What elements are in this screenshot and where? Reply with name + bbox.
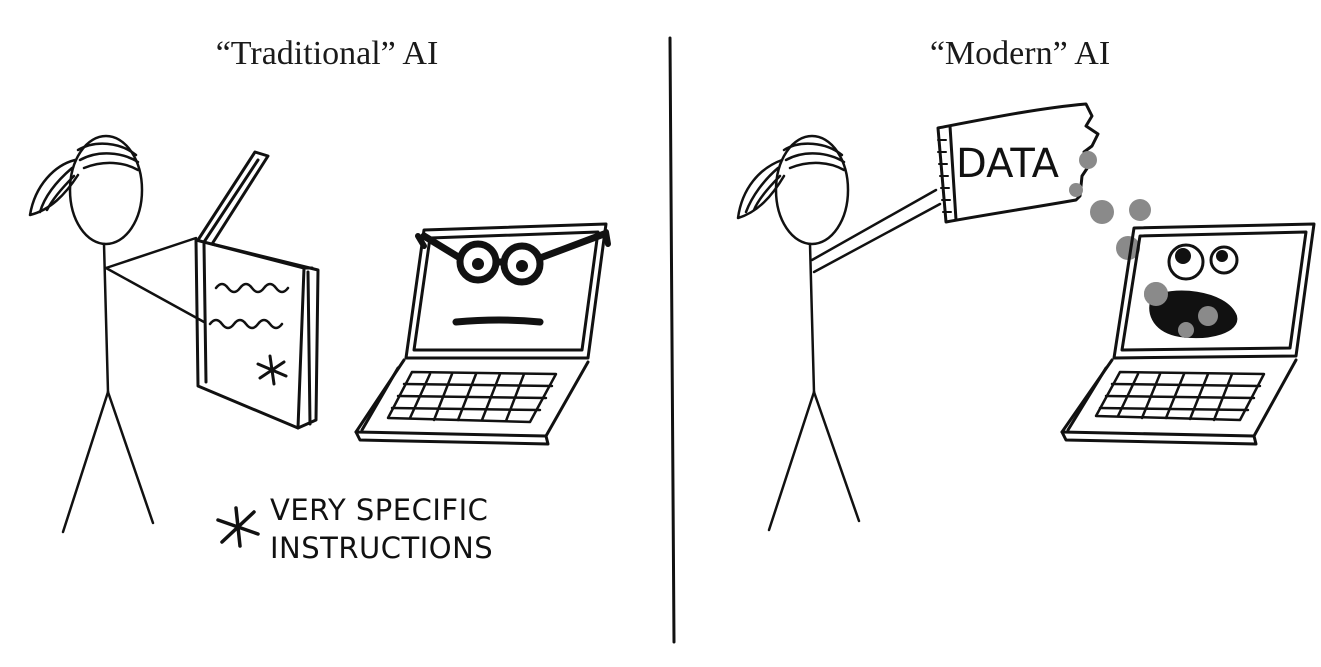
legend-asterisk-icon: [216, 506, 260, 548]
legend-line-1: VERY SPECIFIC: [270, 493, 488, 527]
panel-divider: [668, 36, 676, 644]
data-dots-in-mouth: [1144, 282, 1218, 338]
data-bag: [936, 102, 1100, 224]
right-panel-title: “Modern” AI: [930, 35, 1110, 72]
left-person-figure: [28, 134, 206, 534]
right-person-figure: [736, 134, 942, 532]
book-asterisk-icon: [256, 354, 288, 386]
data-bag-label: DATA: [956, 141, 1060, 187]
excited-face: [1149, 243, 1239, 338]
nerd-glasses: [415, 229, 611, 326]
excited-laptop: [1060, 222, 1316, 446]
left-panel-title: “Traditional” AI: [216, 35, 439, 72]
instruction-book: [194, 150, 320, 430]
nerd-laptop: [354, 222, 608, 446]
legend-line-2: INSTRUCTIONS: [270, 531, 493, 565]
